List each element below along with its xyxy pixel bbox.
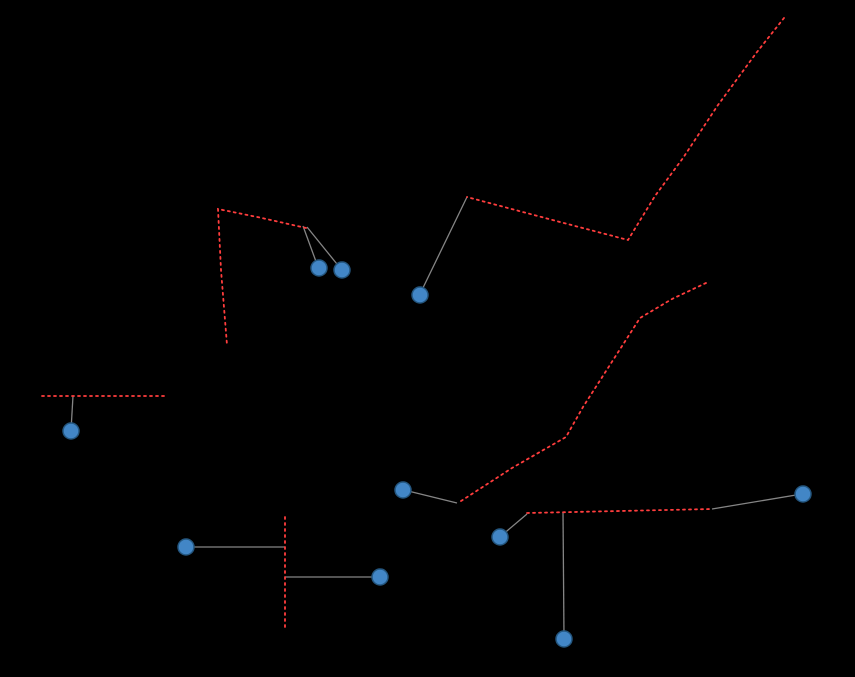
data-point-marker [177, 538, 195, 556]
dashed-route-path [217, 207, 307, 346]
data-point-marker [394, 481, 412, 499]
dashed-route-path [526, 508, 713, 514]
data-point-marker [62, 422, 80, 440]
data-point-marker [371, 568, 389, 586]
connector-line [306, 226, 342, 270]
data-point-marker [333, 261, 351, 279]
data-point-marker [794, 485, 812, 503]
connector-line [403, 489, 458, 504]
data-point-marker [555, 630, 573, 648]
dashed-route-path [457, 282, 707, 504]
data-point-marker [411, 286, 429, 304]
data-point-marker [310, 259, 328, 277]
dashed-route-path [466, 17, 785, 242]
connector-line [711, 493, 803, 510]
connector-line [562, 511, 565, 639]
connector-line [419, 196, 468, 295]
data-point-marker [491, 528, 509, 546]
